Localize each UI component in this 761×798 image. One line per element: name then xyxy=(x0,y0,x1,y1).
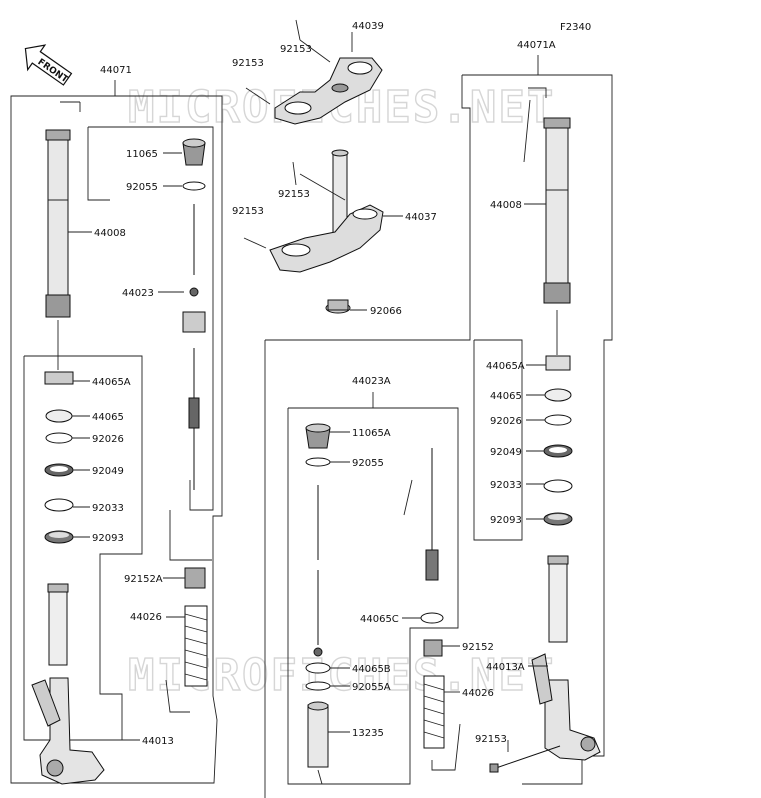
label-44039: 44039 xyxy=(352,21,384,32)
label-44065b: 44065B xyxy=(352,664,391,675)
label-44065a-left: 44065A xyxy=(92,377,131,388)
label-44013: 44013 xyxy=(142,736,174,747)
label-44008-left: 44008 xyxy=(94,228,126,239)
label-92033-right: 92033 xyxy=(490,480,522,491)
label-92033-left: 92033 xyxy=(92,503,124,514)
label-92093-left: 92093 xyxy=(92,533,124,544)
label-44065-left: 44065 xyxy=(92,412,124,423)
label-44023: 44023 xyxy=(122,288,154,299)
label-44026-left: 44026 xyxy=(130,612,162,623)
label-92049-right: 92049 xyxy=(490,447,522,458)
label-92055: 92055 xyxy=(126,182,158,193)
label-92066: 92066 xyxy=(370,306,402,317)
label-92055a: 92055A xyxy=(352,682,391,693)
label-44023a: 44023A xyxy=(352,376,391,387)
label-92152a: 92152A xyxy=(124,574,163,585)
label-92153-a: 92153 xyxy=(280,44,312,55)
right-fork-assembly xyxy=(462,55,613,785)
label-44026-mid: 44026 xyxy=(462,688,494,699)
label-44013a: 44013A xyxy=(486,662,525,673)
label-92153-e: 92153 xyxy=(475,734,507,745)
figure-code: F2340 xyxy=(560,22,591,33)
label-44008-right: 44008 xyxy=(490,200,522,211)
left-fork-assembly xyxy=(10,80,223,785)
label-44065-right: 44065 xyxy=(490,391,522,402)
label-44065a-right: 44065A xyxy=(486,361,525,372)
callout-labels: 44071 44071A 44039 92153 92153 92153 921… xyxy=(92,21,556,747)
label-92152: 92152 xyxy=(462,642,494,653)
label-92153-b: 92153 xyxy=(232,58,264,69)
label-92049-left: 92049 xyxy=(92,466,124,477)
steering-brackets xyxy=(243,19,403,314)
label-11065a: 11065A xyxy=(352,428,391,439)
front-arrow-icon: FRONT xyxy=(24,44,73,86)
middle-cartridge-assembly xyxy=(264,75,471,798)
label-44037: 44037 xyxy=(405,212,437,223)
label-92153-c: 92153 xyxy=(278,189,310,200)
label-44065c: 44065C xyxy=(360,614,399,625)
label-13235: 13235 xyxy=(352,728,384,739)
label-92093-right: 92093 xyxy=(490,515,522,526)
middle-spring-44026 xyxy=(423,675,445,749)
label-92026-right: 92026 xyxy=(490,416,522,427)
label-44071: 44071 xyxy=(100,65,132,76)
label-92055-mid: 92055 xyxy=(352,458,384,469)
left-spring-44026 xyxy=(184,605,208,687)
label-92153-d: 92153 xyxy=(232,206,264,217)
label-44071a: 44071A xyxy=(517,40,556,51)
label-92026-left: 92026 xyxy=(92,434,124,445)
label-11065: 11065 xyxy=(126,149,158,160)
